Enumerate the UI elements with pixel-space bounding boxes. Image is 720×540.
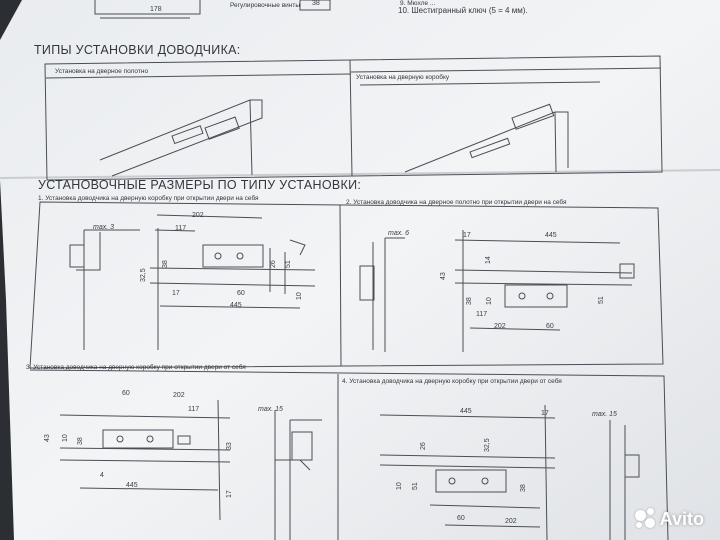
d2-dim: 60 (546, 323, 554, 330)
d1-dim: 202 (192, 212, 204, 219)
d3-dim: 60 (122, 390, 130, 397)
d2-dim: 17 (463, 232, 471, 239)
d4-dim: 60 (457, 515, 465, 522)
d1-dim: 117 (175, 225, 187, 232)
d2-dim: 202 (494, 323, 506, 330)
d4-dim: 26 (420, 442, 427, 450)
panel-label-door-leaf: Установка на дверное полотно (55, 68, 149, 75)
d2-dim: 10 (486, 297, 493, 305)
d4-dim: 445 (460, 408, 472, 415)
d3-dim: 10 (62, 434, 69, 442)
adjust-screws: Регулировочные винты (230, 2, 301, 9)
d3-dim: 33 (226, 442, 233, 450)
d4-dim: 202 (505, 518, 517, 525)
d3-dim: 38 (77, 437, 84, 445)
d1-dim: 38 (162, 260, 169, 268)
diagram-4-caption: 4. Установка доводчика на дверную коробк… (342, 378, 562, 385)
d1-dim: 60 (237, 290, 245, 297)
d2-dim: 38 (466, 297, 473, 305)
dim-178: 178 (150, 6, 162, 13)
d1-max: max. 3 (93, 224, 115, 231)
diagram-2-caption: 2. Установка доводчика на дверное полотн… (346, 199, 567, 206)
panel-label-door-frame: Установка на дверную коробку (356, 74, 450, 81)
d1-dim: 445 (230, 302, 242, 309)
d2-max: max. 6 (388, 230, 410, 237)
diagram-1-caption: 1. Установка доводчика на дверную коробк… (38, 195, 259, 202)
d4-dim: 17 (541, 410, 549, 417)
d1-dim: 10 (296, 292, 303, 300)
d1-dim: 17 (172, 290, 180, 297)
d3-max: max. 15 (258, 406, 283, 413)
diagram-3-caption: 3. Установка доводчика на дверную коробк… (26, 364, 246, 371)
d3-dim: 43 (44, 434, 51, 442)
d1-dim: 32,5 (140, 268, 147, 282)
d3-dim: 117 (188, 406, 200, 413)
d2-dim: 445 (545, 232, 557, 239)
top-line: 9. Мюхле ... (400, 0, 436, 7)
d1-dim: 26 (270, 260, 277, 268)
d2-dim: 117 (476, 311, 488, 318)
section-dims-title: УСТАНОВОЧНЫЕ РАЗМЕРЫ ПО ТИПУ УСТАНОВКИ: (38, 178, 362, 192)
item-10: 10. Шестигранный ключ (5 = 4 мм). (398, 6, 528, 15)
d4-dim: 10 (396, 482, 403, 490)
d4-dim: 51 (412, 482, 419, 490)
dim-38-top: 38 (312, 0, 320, 7)
d2-dim: 14 (485, 256, 492, 264)
d4-dim: 38 (520, 484, 527, 492)
d3-dim: 17 (226, 490, 233, 498)
d3-dim: 202 (173, 392, 185, 399)
section-install-types-title: ТИПЫ УСТАНОВКИ ДОВОДЧИКА: (34, 43, 241, 57)
d1-dim: 51 (285, 260, 292, 268)
avito-text: Avito (659, 508, 704, 529)
d4-max: max. 15 (592, 411, 617, 418)
d3-dim: 445 (126, 482, 138, 489)
d4-dim: 32,5 (484, 438, 491, 452)
avito-watermark: Avito (634, 508, 704, 530)
d2-dim: 43 (440, 272, 447, 280)
d2-dim: 51 (598, 296, 605, 304)
d3-dim: 4 (100, 472, 104, 479)
avito-logo-icon (634, 508, 656, 530)
